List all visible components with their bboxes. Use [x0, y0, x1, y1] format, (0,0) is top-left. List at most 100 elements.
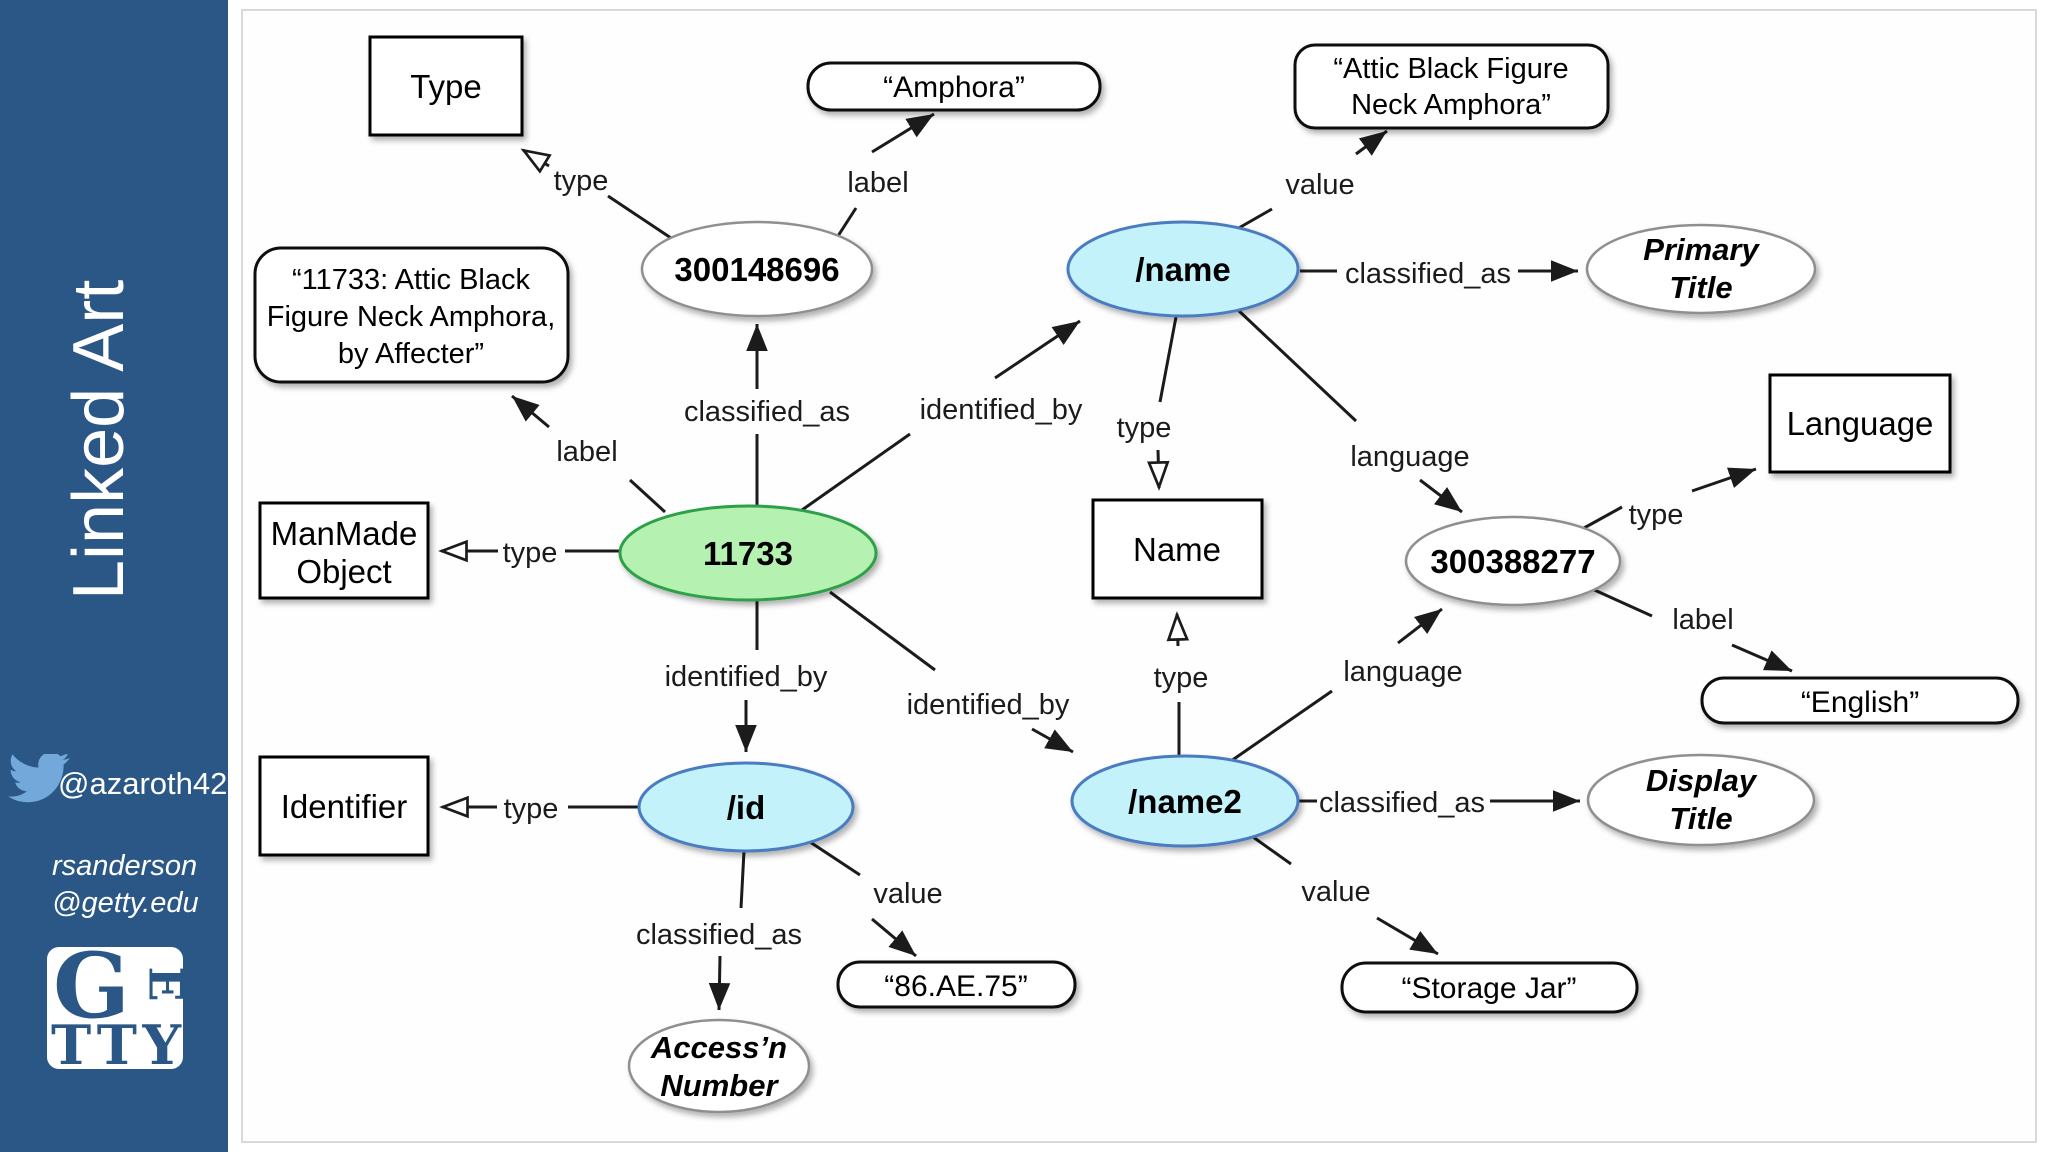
svg-text:“86.AE.75”: “86.AE.75”	[884, 970, 1027, 1003]
contact-domain: @getty.edu	[52, 887, 199, 919]
contact-info: rsanderson @getty.edu	[52, 848, 199, 922]
getty-logo-letter: T	[51, 1013, 92, 1069]
edge-id-value: value	[809, 840, 943, 958]
svg-text:classified_as: classified_as	[1345, 258, 1511, 290]
contact-name: rsanderson	[52, 850, 198, 882]
svg-text:“Attic Black Figure: “Attic Black Figure	[1333, 53, 1568, 85]
literal-amphora: “Amphora”	[806, 61, 1102, 112]
svg-text:classified_as: classified_as	[684, 396, 850, 428]
svg-text:Title: Title	[1669, 801, 1732, 836]
node-type-class: Type	[368, 35, 524, 137]
literal-english: “English”	[1700, 676, 2020, 725]
node-name: /name	[1066, 220, 1300, 318]
svg-text:label: label	[1672, 604, 1733, 636]
svg-text:Figure Neck Amphora,: Figure Neck Amphora,	[267, 301, 556, 333]
literal-storage-jar: “Storage Jar”	[1340, 961, 1639, 1014]
svg-text:value: value	[1301, 876, 1370, 908]
svg-text:Name: Name	[1133, 531, 1221, 568]
edge-11733-identified-by-name: identified_by	[801, 319, 1083, 512]
svg-text:Neck Amphora”: Neck Amphora”	[1351, 89, 1551, 121]
svg-text:Type: Type	[410, 68, 482, 105]
edge-11733-type: type	[438, 537, 620, 569]
svg-text:“English”: “English”	[1801, 686, 1919, 719]
getty-logo-row: T T Y	[47, 1013, 183, 1069]
literal-accession-number: “86.AE.75”	[836, 960, 1077, 1009]
svg-text:identified_by: identified_by	[665, 661, 828, 693]
svg-text:11733: 11733	[703, 535, 793, 572]
edge-11733-identified-by-id: identified_by	[665, 601, 828, 752]
edge-name2-value: value	[1252, 835, 1439, 956]
svg-text:value: value	[1285, 169, 1354, 201]
getty-logo-letter: E	[138, 966, 183, 1001]
edge-name2-type: type	[1154, 611, 1209, 756]
node-name2: /name2	[1070, 754, 1300, 848]
deck-title: Linked Art	[59, 279, 139, 600]
edge-name2-language: language	[1230, 607, 1463, 763]
svg-text:“11733: Attic Black: “11733: Attic Black	[292, 264, 531, 296]
twitter-bird-icon	[8, 754, 70, 803]
edge-id-classified-as: classified_as	[636, 850, 802, 1011]
svg-text:by Affecter”: by Affecter”	[338, 338, 484, 370]
svg-text:label: label	[847, 167, 908, 199]
svg-text:identified_by: identified_by	[907, 689, 1070, 721]
node-aat-300388277: 300388277	[1404, 515, 1622, 607]
edge-name-classified-as: classified_as	[1300, 258, 1578, 290]
edge-name-language: language	[1236, 308, 1470, 514]
node-aat-300148696: 300148696	[640, 220, 874, 318]
svg-text:label: label	[556, 436, 617, 468]
svg-text:Title: Title	[1669, 270, 1732, 305]
svg-text:type: type	[504, 793, 559, 825]
svg-text:Access’n: Access’n	[650, 1030, 787, 1065]
node-name-class: Name	[1091, 498, 1264, 600]
literal-object-label: “11733: Attic Black Figure Neck Amphora,…	[253, 246, 570, 384]
svg-text:“Storage Jar”: “Storage Jar”	[1401, 972, 1576, 1005]
svg-text:Number: Number	[660, 1068, 779, 1103]
getty-logo: G E T T Y	[47, 947, 183, 1069]
svg-text:type: type	[503, 537, 558, 569]
svg-text:identified_by: identified_by	[920, 394, 1083, 426]
svg-text:Language: Language	[1787, 405, 1934, 442]
node-identifier-class: Identifier	[258, 755, 430, 857]
svg-text:classified_as: classified_as	[636, 919, 802, 951]
node-primary-title: Primary Title	[1585, 223, 1817, 315]
svg-text:type: type	[1154, 662, 1209, 694]
literal-attic-black-figure: “Attic Black Figure Neck Amphora”	[1293, 43, 1610, 130]
edge-name-value: value	[1236, 129, 1388, 231]
svg-text:Identifier: Identifier	[281, 788, 408, 825]
svg-text:Primary: Primary	[1643, 232, 1760, 267]
edge-11733-identified-by-name2: identified_by	[829, 590, 1074, 754]
svg-text:type: type	[554, 165, 609, 197]
node-display-title: Display Title	[1586, 753, 1816, 847]
sidebar: Linked Art @azaroth42 rsanderson @getty.…	[0, 0, 228, 1152]
svg-text:type: type	[1117, 412, 1172, 444]
getty-logo-letter: T	[96, 1013, 137, 1069]
edge-300388277-type: type	[1583, 467, 1757, 531]
svg-text:value: value	[873, 878, 942, 910]
svg-text:“Amphora”: “Amphora”	[883, 71, 1025, 104]
svg-text:Object: Object	[296, 553, 391, 590]
svg-text:/name: /name	[1135, 251, 1230, 288]
svg-text:language: language	[1343, 656, 1462, 688]
node-object-11733: 11733	[618, 504, 878, 602]
node-language-class: Language	[1768, 373, 1952, 474]
svg-text:300388277: 300388277	[1430, 543, 1595, 580]
edge-11733-classified-as: classified_as	[684, 324, 850, 506]
svg-text:type: type	[1629, 499, 1684, 531]
svg-text:/name2: /name2	[1128, 783, 1242, 820]
svg-text:classified_as: classified_as	[1319, 787, 1485, 819]
node-accession-number: Access’n Number	[627, 1018, 811, 1114]
edge-300388277-label: label	[1589, 586, 1793, 673]
getty-logo-letter: G	[53, 947, 130, 1039]
edge-name-type: type	[1117, 316, 1178, 491]
getty-logo-letter: Y	[142, 1013, 181, 1069]
node-manmade-object-class: ManMade Object	[258, 501, 430, 600]
node-id: /id	[637, 761, 855, 853]
svg-text:/id: /id	[727, 789, 766, 826]
svg-text:ManMade: ManMade	[271, 515, 418, 552]
edge-id-type: type	[439, 793, 639, 825]
twitter-row: @azaroth42	[6, 752, 228, 812]
edge-name2-classified-as: classified_as	[1299, 787, 1580, 819]
edge-11733-label: label	[511, 394, 667, 514]
